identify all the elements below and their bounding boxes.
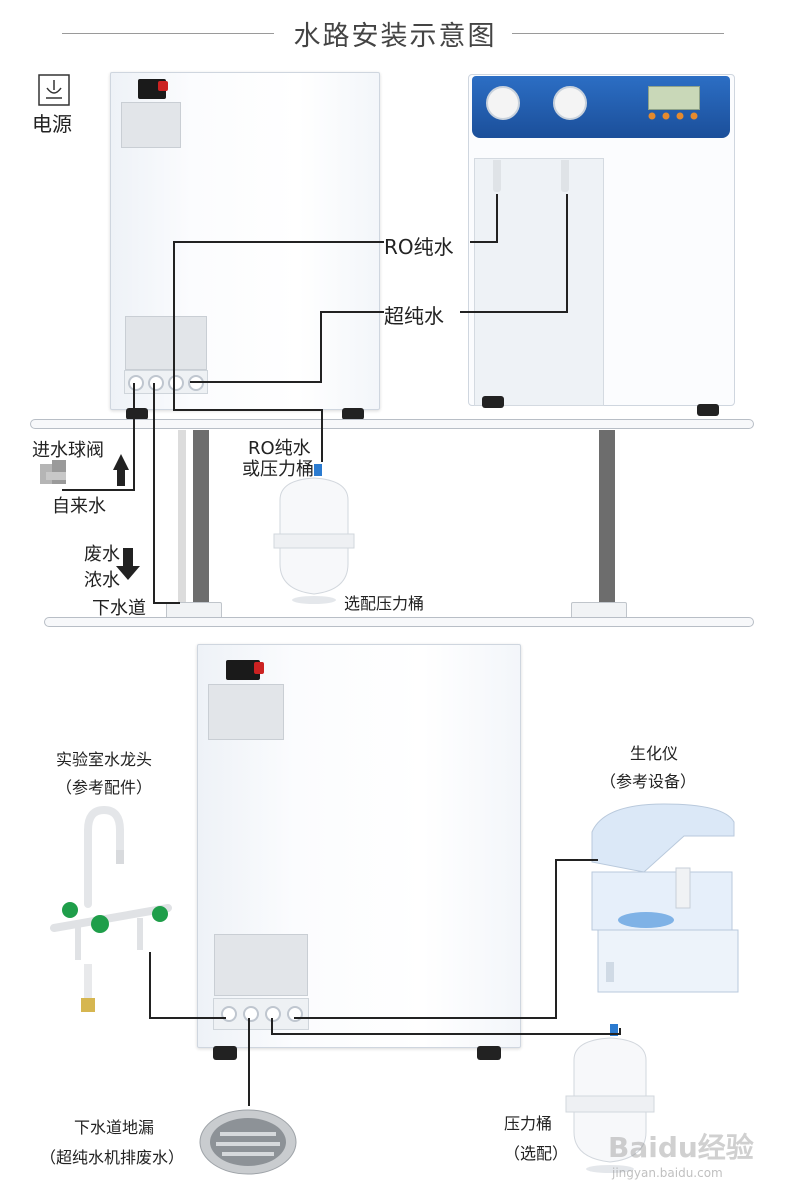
bench-right-post <box>599 430 615 604</box>
pressure-gauge-icon <box>486 86 520 120</box>
ro-or-tank-label-line2: 或压力桶 <box>242 459 314 480</box>
ultrapure-water-label: 超纯水 <box>384 304 444 328</box>
lab-faucet-icon <box>48 800 188 1020</box>
drain-label: 下水道 <box>92 598 146 619</box>
bench-top-rail <box>30 419 754 429</box>
tap-water-label: 自来水 <box>52 496 106 517</box>
bottom-machine-display <box>226 660 260 680</box>
concentrate-label: 浓水 <box>84 570 120 591</box>
bottom-machine-foot-right <box>477 1046 501 1060</box>
pressure-tank-bottom <box>562 1024 658 1174</box>
floor-drain-icon <box>198 1096 298 1178</box>
lcd-screen <box>648 86 700 110</box>
ro-port <box>168 375 184 391</box>
optional-tank-label: 选配压力桶 <box>344 594 425 613</box>
ro-dispenser-nozzle <box>493 160 501 192</box>
bottom-machine-foot-left <box>213 1046 237 1060</box>
inlet-port <box>128 375 144 391</box>
pressure-tank-top <box>270 464 358 604</box>
power-label: 电源 <box>32 112 72 136</box>
ultrapure-machine-foot-right <box>697 404 719 416</box>
lab-faucet-note: （参考配件） <box>56 778 153 797</box>
ro-machine-foot-right <box>342 408 364 420</box>
pressure-gauge-icon <box>553 86 587 120</box>
title-rule-left <box>62 33 274 34</box>
bench-bottom-rail <box>44 617 754 627</box>
dispense-alcove <box>474 158 604 406</box>
pressure-tank-label: 压力桶 <box>504 1114 553 1133</box>
watermark-url: jingyan.baidu.com <box>612 1166 723 1180</box>
inlet-valve-label: 进水球阀 <box>32 440 104 461</box>
ro-machine-switch <box>158 81 168 91</box>
bottom-machine-switch <box>254 662 264 674</box>
ro-or-tank-label-line1: RO纯水 <box>248 438 311 459</box>
lab-faucet-label: 实验室水龙头 <box>56 750 153 769</box>
floor-drain-note: （超纯水机排废水） <box>40 1148 185 1167</box>
ro-machine-foot-left <box>126 408 148 420</box>
analyzer-note: （参考设备） <box>600 772 697 791</box>
ro-water-label: RO纯水 <box>384 235 454 259</box>
waste-port <box>148 375 164 391</box>
analyzer-label: 生化仪 <box>630 744 679 763</box>
ultrapure-dispenser-nozzle <box>561 160 569 192</box>
machine-buttons <box>648 112 708 120</box>
bench-left-post-inner <box>178 430 186 604</box>
page-title: 水路安装示意图 <box>293 21 497 52</box>
biochemistry-analyzer-icon <box>584 802 740 998</box>
ultrapure-machine-foot-left <box>482 396 504 408</box>
bottom-machine-port-sticker <box>214 934 308 996</box>
ro-machine-nameplate <box>121 102 181 148</box>
waste-water-label: 废水 <box>84 544 120 565</box>
bottom-waste-port <box>243 1006 259 1022</box>
watermark-brand: Baidu经验 <box>608 1131 754 1164</box>
power-icon <box>38 74 70 106</box>
bottom-machine-nameplate <box>208 684 284 740</box>
title-rule-right <box>512 33 724 34</box>
ball-valve-icon <box>40 458 70 488</box>
floor-drain-label: 下水道地漏 <box>74 1118 155 1137</box>
ro-machine-port-sticker <box>125 316 207 370</box>
pressure-tank-note: （选配） <box>504 1144 569 1163</box>
bench-left-post <box>193 430 209 604</box>
